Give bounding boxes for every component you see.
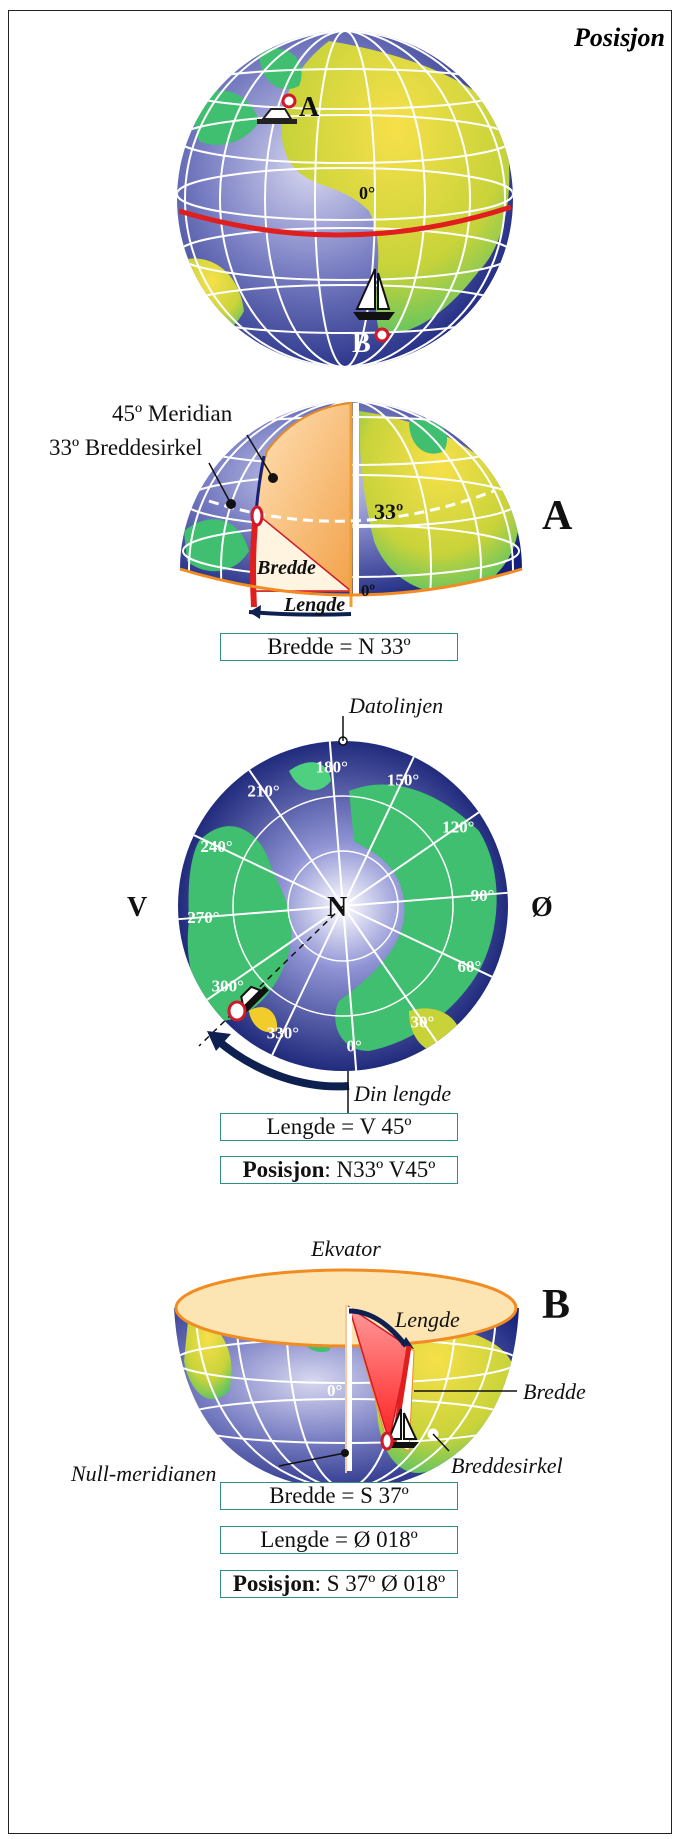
label-a-globe: A bbox=[299, 92, 320, 123]
diagram-canvas: A B 0° bbox=[49, 31, 586, 1491]
posisjon-value-b: : S 37º Ø 018º bbox=[314, 1571, 446, 1596]
page-title: Posisjon bbox=[573, 23, 665, 52]
ship-polar-icon bbox=[239, 985, 269, 1016]
polar-spoke bbox=[178, 905, 344, 921]
posisjon-result-box-a: Posisjon: N33º V45º bbox=[220, 1156, 458, 1184]
polar-degree-labels: 0° 30° 60° 90° 120° 150° 180° 210° 240° 270° 300° 3… bbox=[187, 757, 494, 1055]
polar-view: 0° 30° 60° 90° 120° 150° 180° 210° 240° 270° 300° 3… bbox=[127, 693, 553, 1121]
din-lengde-label: Din lengde bbox=[353, 1081, 451, 1106]
big-letter-b: B bbox=[542, 1282, 570, 1328]
lengde-result-text-b: Lengde = Ø 018º bbox=[260, 1527, 418, 1552]
polar-degree-label: 30° bbox=[411, 1012, 435, 1031]
polar-spoke bbox=[328, 741, 344, 907]
polar-degree-label: 330° bbox=[267, 1023, 299, 1042]
ship-direction-line bbox=[198, 905, 344, 1047]
bredde-result-text-b: Bredde = S 37º bbox=[269, 1483, 409, 1508]
polar-spoke bbox=[206, 905, 344, 1001]
polar-spoke bbox=[248, 769, 344, 907]
position-a-marker-half bbox=[250, 505, 264, 527]
polar-degree-label: 240° bbox=[200, 837, 232, 856]
lengde-arrow-b bbox=[348, 1308, 408, 1348]
polar-spoke bbox=[342, 905, 493, 978]
bredde-result-box-a: Bredde = N 33º bbox=[220, 633, 458, 661]
ship-a-icon bbox=[257, 108, 297, 124]
breddesirkel-label: Breddesirkel bbox=[451, 1453, 563, 1478]
sailboat-b-icon bbox=[385, 1408, 419, 1448]
lengde-result-text: Lengde = V 45º bbox=[266, 1114, 412, 1139]
meridian-label: 45º Meridian bbox=[112, 401, 233, 426]
zero-meridian-label: 0º bbox=[361, 581, 376, 600]
polar-degree-label: 300° bbox=[212, 976, 244, 995]
north-pole-label: N bbox=[327, 892, 347, 923]
polar-degree-label: 210° bbox=[247, 782, 279, 801]
polar-degree-label: 0° bbox=[347, 1037, 362, 1056]
polar-degree-label: 90° bbox=[471, 886, 495, 905]
half-globe-a: 45º Meridian 33º Breddesirkel 33º 0º Bre… bbox=[49, 401, 573, 619]
bredde-result-text-a: Bredde = N 33º bbox=[267, 634, 411, 659]
polar-spoke bbox=[342, 905, 358, 1071]
posisjon-result-box-b: Posisjon: S 37º Ø 018º bbox=[220, 1570, 458, 1598]
position-b-marker bbox=[374, 327, 390, 343]
bredde-label-b: Bredde bbox=[523, 1379, 586, 1404]
bowl-b: Ekvator B Lengde Bredde 0° Breddesirkel … bbox=[70, 1236, 586, 1491]
lengde-label-b: Lengde bbox=[394, 1307, 460, 1332]
position-marker-polar bbox=[227, 1000, 247, 1022]
polar-spoke bbox=[271, 905, 344, 1056]
polar-spoke bbox=[193, 834, 344, 907]
latitude-circle-label: 33º Breddesirkel bbox=[49, 435, 202, 460]
sailboat-icon bbox=[353, 268, 395, 320]
posisjon-value-a: : N33º V45º bbox=[324, 1157, 436, 1182]
zero-longitude-label: 0° bbox=[359, 183, 375, 203]
polar-spoke bbox=[342, 891, 508, 907]
din-lengde-arrow bbox=[213, 1035, 350, 1091]
posisjon-bold-a: Posisjon bbox=[242, 1157, 325, 1182]
east-label: Ø bbox=[531, 892, 553, 923]
bredde-result-box-b: Bredde = S 37º bbox=[220, 1482, 458, 1510]
polar-degree-label: 270° bbox=[187, 908, 219, 927]
latitude-wedge-b bbox=[347, 1305, 410, 1442]
top-globe-grid bbox=[177, 31, 513, 367]
lengde-result-box-b: Lengde = Ø 018º bbox=[220, 1526, 458, 1554]
zero-label-b: 0° bbox=[327, 1381, 342, 1400]
top-globe: A B 0° bbox=[177, 31, 513, 367]
position-b-marker-bowl bbox=[380, 1431, 394, 1451]
null-meridianen-label: Null-meridianen bbox=[70, 1461, 216, 1486]
polar-spokes bbox=[178, 741, 508, 1071]
posisjon-bold-b: Posisjon bbox=[232, 1571, 315, 1596]
equator-line bbox=[178, 204, 512, 238]
polar-degree-label: 180° bbox=[316, 757, 348, 776]
latitude-arc bbox=[249, 512, 259, 608]
figure-frame: Posisjon bbox=[8, 10, 672, 1834]
latitude-33-circle bbox=[208, 489, 495, 523]
label-b-globe: B bbox=[352, 328, 371, 359]
lengde-label: Lengde bbox=[283, 594, 345, 616]
lengde-result-box: Lengde = V 45º bbox=[220, 1113, 458, 1141]
latitude-value-label: 33º bbox=[374, 499, 403, 524]
ekvator-label: Ekvator bbox=[310, 1236, 381, 1261]
position-a-marker bbox=[281, 93, 297, 109]
polar-spoke bbox=[342, 756, 415, 907]
polar-grid bbox=[232, 795, 454, 1017]
polar-degree-label: 150° bbox=[387, 771, 419, 790]
dateline-label: Datolinjen bbox=[348, 693, 443, 718]
bredde-label: Bredde bbox=[256, 557, 316, 579]
polar-degree-label: 120° bbox=[442, 818, 474, 837]
polar-degree-label: 60° bbox=[458, 957, 482, 976]
west-label: V bbox=[127, 892, 147, 923]
polar-land bbox=[187, 762, 497, 1054]
polar-spoke bbox=[342, 905, 438, 1043]
big-letter-a: A bbox=[542, 493, 573, 539]
polar-spoke bbox=[342, 811, 480, 907]
